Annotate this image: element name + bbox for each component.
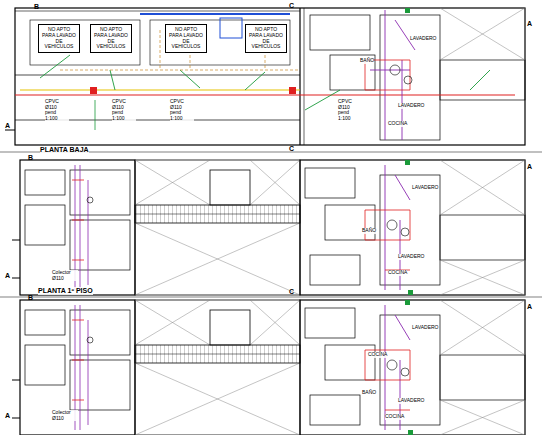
note-text: NO APTO PARA LAVADO DE VEHICULOS: [93, 27, 129, 50]
pipe-spec: Colector Ø110: [52, 410, 78, 421]
axis-label: B: [34, 3, 39, 11]
pipe-spec: CPVC Ø110 pend 1:100: [112, 99, 136, 121]
axis-label: C: [289, 288, 294, 296]
axis-label: A: [5, 272, 10, 280]
room-label: COCINA: [388, 121, 407, 127]
pipe-spec: Colector Ø110: [52, 270, 78, 281]
axis-label: A: [527, 20, 532, 28]
note-text: NO APTO PARA LAVADO DE VEHICULOS: [248, 27, 284, 50]
room-label: LAVADERO: [398, 398, 425, 404]
fixture-note-box: NO APTO PARA LAVADO DE VEHICULOS: [245, 24, 287, 53]
axis-label: A: [527, 163, 532, 171]
upper-floor-plan: [12, 300, 525, 435]
axis-label: C: [289, 2, 294, 10]
room-label: COCINA: [385, 414, 404, 420]
note-text: NO APTO PARA LAVADO DE VEHICULOS: [41, 27, 77, 50]
fixture-note-box: NO APTO PARA LAVADO DE VEHICULOS: [90, 24, 132, 53]
plan-title: PLANTA 1º PISO: [38, 287, 93, 295]
room-label: BAÑO: [362, 390, 376, 396]
room-label: LAVADERO: [398, 103, 425, 109]
ground-floor-plan: [5, 8, 525, 145]
room-label: LAVADERO: [410, 36, 437, 42]
pipe-spec: CPVC Ø110 pend 1:100: [45, 99, 69, 121]
room-label: LAVADERO: [398, 254, 425, 260]
first-floor-plan: [12, 160, 525, 295]
axis-label: A: [5, 412, 10, 420]
room-label: LAVADERO: [412, 185, 439, 191]
axis-label: B: [28, 294, 33, 302]
fixture-note-box: NO APTO PARA LAVADO DE VEHICULOS: [165, 24, 207, 53]
plan-title: PLANTA BAJA: [40, 146, 89, 154]
pipe-spec: CPVC Ø110 pend 1:100: [338, 99, 362, 121]
room-label: BAÑO: [362, 228, 376, 234]
pipe-spec: CPVC Ø110 pend 1:100: [170, 99, 194, 121]
room-label: COCINA: [388, 270, 407, 276]
room-label: COCINA: [368, 352, 387, 358]
room-label: BAÑO: [360, 58, 374, 64]
room-label: LAVADERO: [412, 325, 439, 331]
fixture-note-box: NO APTO PARA LAVADO DE VEHICULOS: [38, 24, 80, 53]
note-text: NO APTO PARA LAVADO DE VEHICULOS: [168, 27, 204, 50]
axis-label: B: [28, 154, 33, 162]
axis-label: A: [527, 303, 532, 311]
axis-label: C: [289, 145, 294, 153]
axis-label: A: [5, 122, 10, 130]
